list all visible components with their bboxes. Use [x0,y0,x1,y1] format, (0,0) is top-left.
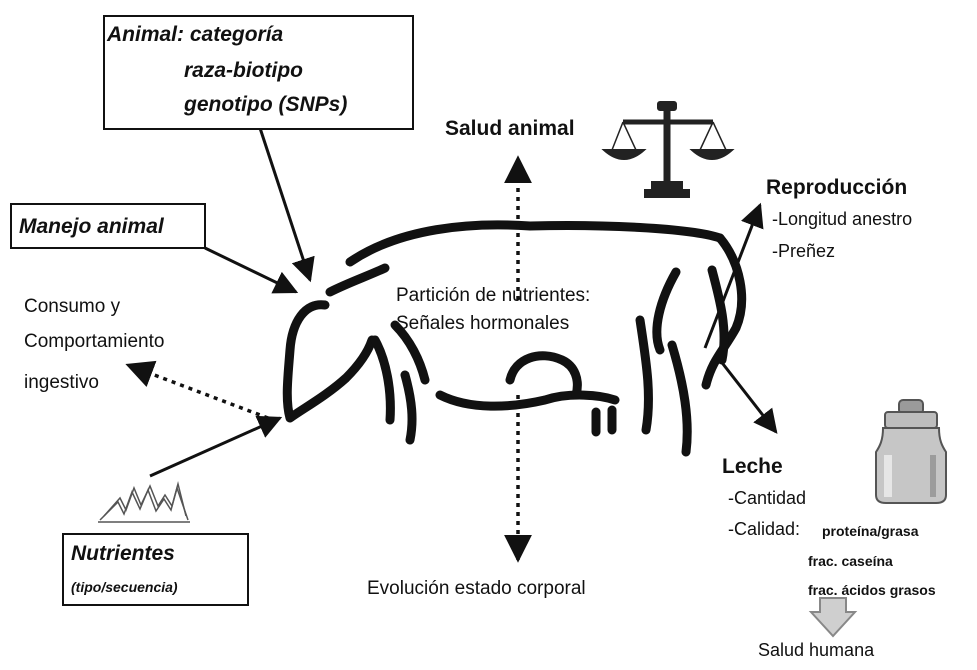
animal-line-3: genotipo (SNPs) [184,93,347,117]
particion-line-2: Señales hormonales [396,313,569,335]
salud-humana-label: Salud humana [758,640,874,661]
cow-rear-legs [640,320,687,452]
animal-box: Animal: categoría raza-biotipo genotipo … [103,15,414,130]
evolucion-label: Evolución estado corporal [367,578,586,600]
cow-udder [510,356,577,395]
arrow-to-leche [716,355,776,432]
reproduccion-item-1: -Longitud anestro [772,209,912,230]
nutrientes-title: Nutrientes [71,542,175,566]
leche-calidad: -Calidad: [728,519,800,540]
arrow-nutrientes-to-cow [150,418,280,476]
consumo-line-2: Comportamiento [24,331,164,353]
leche-frac-caseina: frac. caseína [808,553,893,569]
leche-title: Leche [722,455,783,479]
milk-can-icon [876,400,946,503]
down-arrow-icon [811,598,855,636]
leche-frac-acidos: frac. ácidos grasos [808,582,936,598]
cow-neck [330,268,385,292]
nutrientes-box: Nutrientes (tipo/secuencia) [62,533,249,606]
reproduccion-item-2: -Preñez [772,241,835,262]
consumo-line-3: ingestivo [24,372,99,394]
cow-rear-body [657,238,742,385]
manejo-label: Manejo animal [19,215,164,239]
scale-icon [604,102,732,197]
cow-belly [440,395,615,406]
nutrient-waves-icon [98,484,190,522]
cow-head [287,305,372,418]
nutrientes-subtitle: (tipo/secuencia) [71,579,178,595]
cow-teats [596,410,612,432]
reproduccion-title: Reproducción [766,176,907,200]
cow-front-legs [375,325,425,440]
cow-back-line [350,225,720,262]
leche-cantidad: -Cantidad [728,488,806,509]
particion-line-1: Partición de nutrientes: [396,285,590,307]
consumo-line-1: Consumo y [24,296,120,318]
manejo-box: Manejo animal [10,203,206,249]
arrow-to-consumo [128,365,268,418]
animal-line-2: raza-biotipo [184,59,303,83]
leche-calidad-detail: proteína/grasa [822,523,918,539]
cow-outline [287,225,741,452]
salud-animal-label: Salud animal [445,117,575,141]
arrow-animal-to-cow [260,128,310,280]
arrow-manejo-to-cow [205,248,296,292]
animal-line-1: Animal: categoría [107,23,283,47]
